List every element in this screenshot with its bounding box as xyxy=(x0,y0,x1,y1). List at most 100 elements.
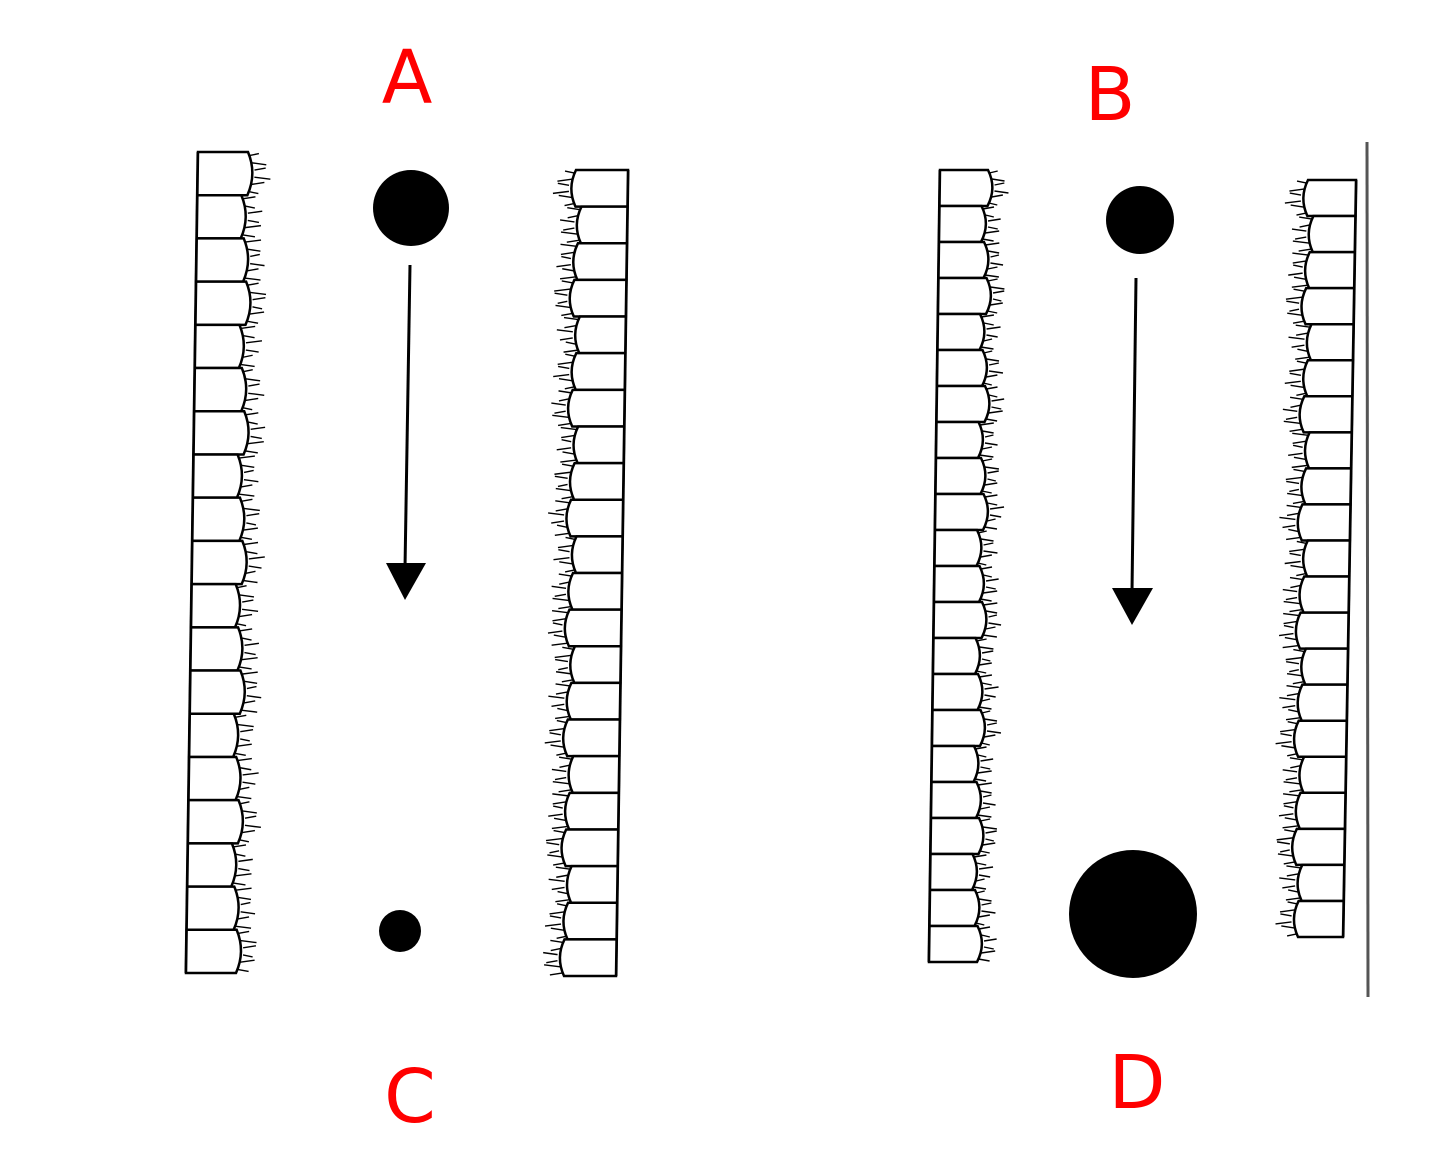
epithelial-cell xyxy=(1294,791,1347,831)
cilia xyxy=(244,412,266,454)
cilia xyxy=(551,573,572,610)
cilia xyxy=(983,350,1004,386)
epithelial-cell xyxy=(563,608,623,648)
cilia xyxy=(1288,324,1311,360)
cilia xyxy=(1288,432,1309,469)
cilia xyxy=(1279,684,1302,721)
cilia xyxy=(1285,288,1305,324)
cilia xyxy=(980,566,999,602)
epithelial-cell xyxy=(562,901,619,941)
epithelial-cell xyxy=(1298,395,1354,434)
cilia xyxy=(244,239,265,281)
epithelial-cell xyxy=(196,150,254,197)
epithelial-cell xyxy=(930,744,980,784)
cilia xyxy=(1278,612,1300,649)
cilia xyxy=(547,609,569,646)
cilia xyxy=(559,206,581,243)
epithelial-cell xyxy=(935,348,989,388)
cilia xyxy=(242,368,265,411)
cilia xyxy=(987,278,1005,314)
cilia xyxy=(973,854,994,890)
epithelial-cell xyxy=(929,780,983,820)
epithelial-cell xyxy=(936,312,986,352)
epithelial-cell xyxy=(566,388,626,428)
epithelial-cell xyxy=(193,323,246,370)
cilia xyxy=(239,801,261,843)
epithelial-cell xyxy=(567,754,621,795)
cilia xyxy=(240,325,263,368)
particle-b-start xyxy=(1106,186,1174,254)
label-d: D xyxy=(1109,1040,1166,1126)
cilia xyxy=(1275,901,1298,937)
arrow-a xyxy=(386,264,426,600)
epithelial-cell xyxy=(192,366,248,413)
cilia xyxy=(246,282,267,324)
panel-border-line xyxy=(1365,141,1370,998)
cilia xyxy=(979,422,998,458)
epithelial-cell xyxy=(572,425,626,465)
epithelial-cell xyxy=(937,204,988,244)
cilia xyxy=(984,242,1004,278)
epithelial-cell xyxy=(1296,683,1349,722)
epithelial-cell xyxy=(933,492,990,532)
epithelial-cell xyxy=(1296,503,1352,542)
epithelial-cell xyxy=(1300,647,1350,686)
cilia xyxy=(977,530,998,566)
cilia xyxy=(556,316,579,353)
epithelial-cell xyxy=(930,708,987,748)
epithelial-cell xyxy=(185,842,238,888)
cilia xyxy=(1279,865,1301,901)
epithelial-cell xyxy=(560,828,620,868)
cilia xyxy=(556,243,577,280)
epithelial-cell xyxy=(1303,431,1353,470)
cilia xyxy=(1284,180,1307,216)
cilia xyxy=(241,671,262,713)
epithelial-cell xyxy=(567,571,624,611)
epithelial-cell xyxy=(194,237,250,283)
cilia xyxy=(977,782,996,818)
epithelial-cell xyxy=(1294,611,1350,650)
epithelial-cell xyxy=(189,582,242,629)
cilia xyxy=(1284,360,1307,396)
epithelial-cell xyxy=(570,168,630,208)
epithelial-cell xyxy=(931,636,982,676)
epithelial-cell xyxy=(570,351,627,392)
cilia xyxy=(548,793,569,830)
cilia xyxy=(543,939,564,976)
cilia xyxy=(242,196,263,238)
cilia xyxy=(548,683,571,720)
cilia xyxy=(976,638,994,674)
epithelium-a-left xyxy=(184,150,271,975)
epithelial-cell xyxy=(1292,719,1348,759)
cilia xyxy=(554,280,574,317)
cilia xyxy=(974,746,994,782)
epithelial-cell xyxy=(558,938,618,978)
epithelial-cell xyxy=(563,791,620,831)
label-a: A xyxy=(382,35,433,121)
epithelial-cell xyxy=(929,816,985,856)
epithelial-cell xyxy=(565,864,619,904)
epithelial-cell xyxy=(1301,358,1355,398)
cilia xyxy=(554,646,574,683)
cilia xyxy=(556,426,577,463)
cilia xyxy=(1275,721,1298,757)
cilia xyxy=(234,714,254,757)
epithelial-cell xyxy=(187,712,240,759)
cilia xyxy=(248,152,271,195)
epithelial-cell xyxy=(186,798,245,845)
epithelial-cell xyxy=(572,242,629,282)
epithelial-cell xyxy=(1305,322,1355,362)
epithelial-cell xyxy=(190,539,248,586)
epithelium-a-right xyxy=(543,168,630,978)
cilia xyxy=(237,930,257,973)
cilia xyxy=(978,674,999,710)
cilia xyxy=(552,170,575,207)
epithelial-cell xyxy=(561,718,622,758)
epithelial-cell xyxy=(931,672,984,712)
epithelial-cell xyxy=(569,645,623,685)
cilia xyxy=(980,314,1001,350)
cilia xyxy=(234,887,256,929)
cilia xyxy=(554,463,574,500)
cilia xyxy=(982,602,1002,638)
